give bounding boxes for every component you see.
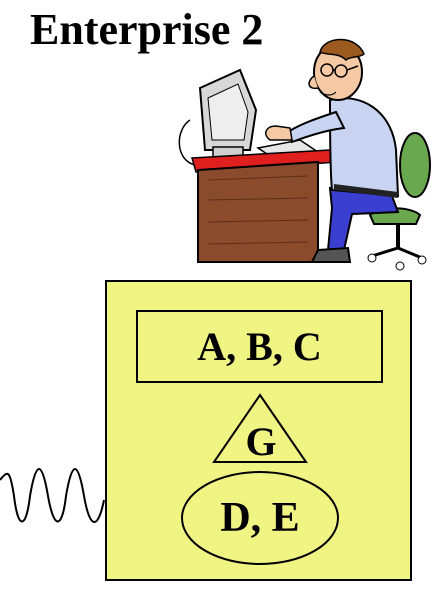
triangle-label: G bbox=[236, 418, 286, 465]
oval-label: D, E bbox=[182, 494, 338, 542]
